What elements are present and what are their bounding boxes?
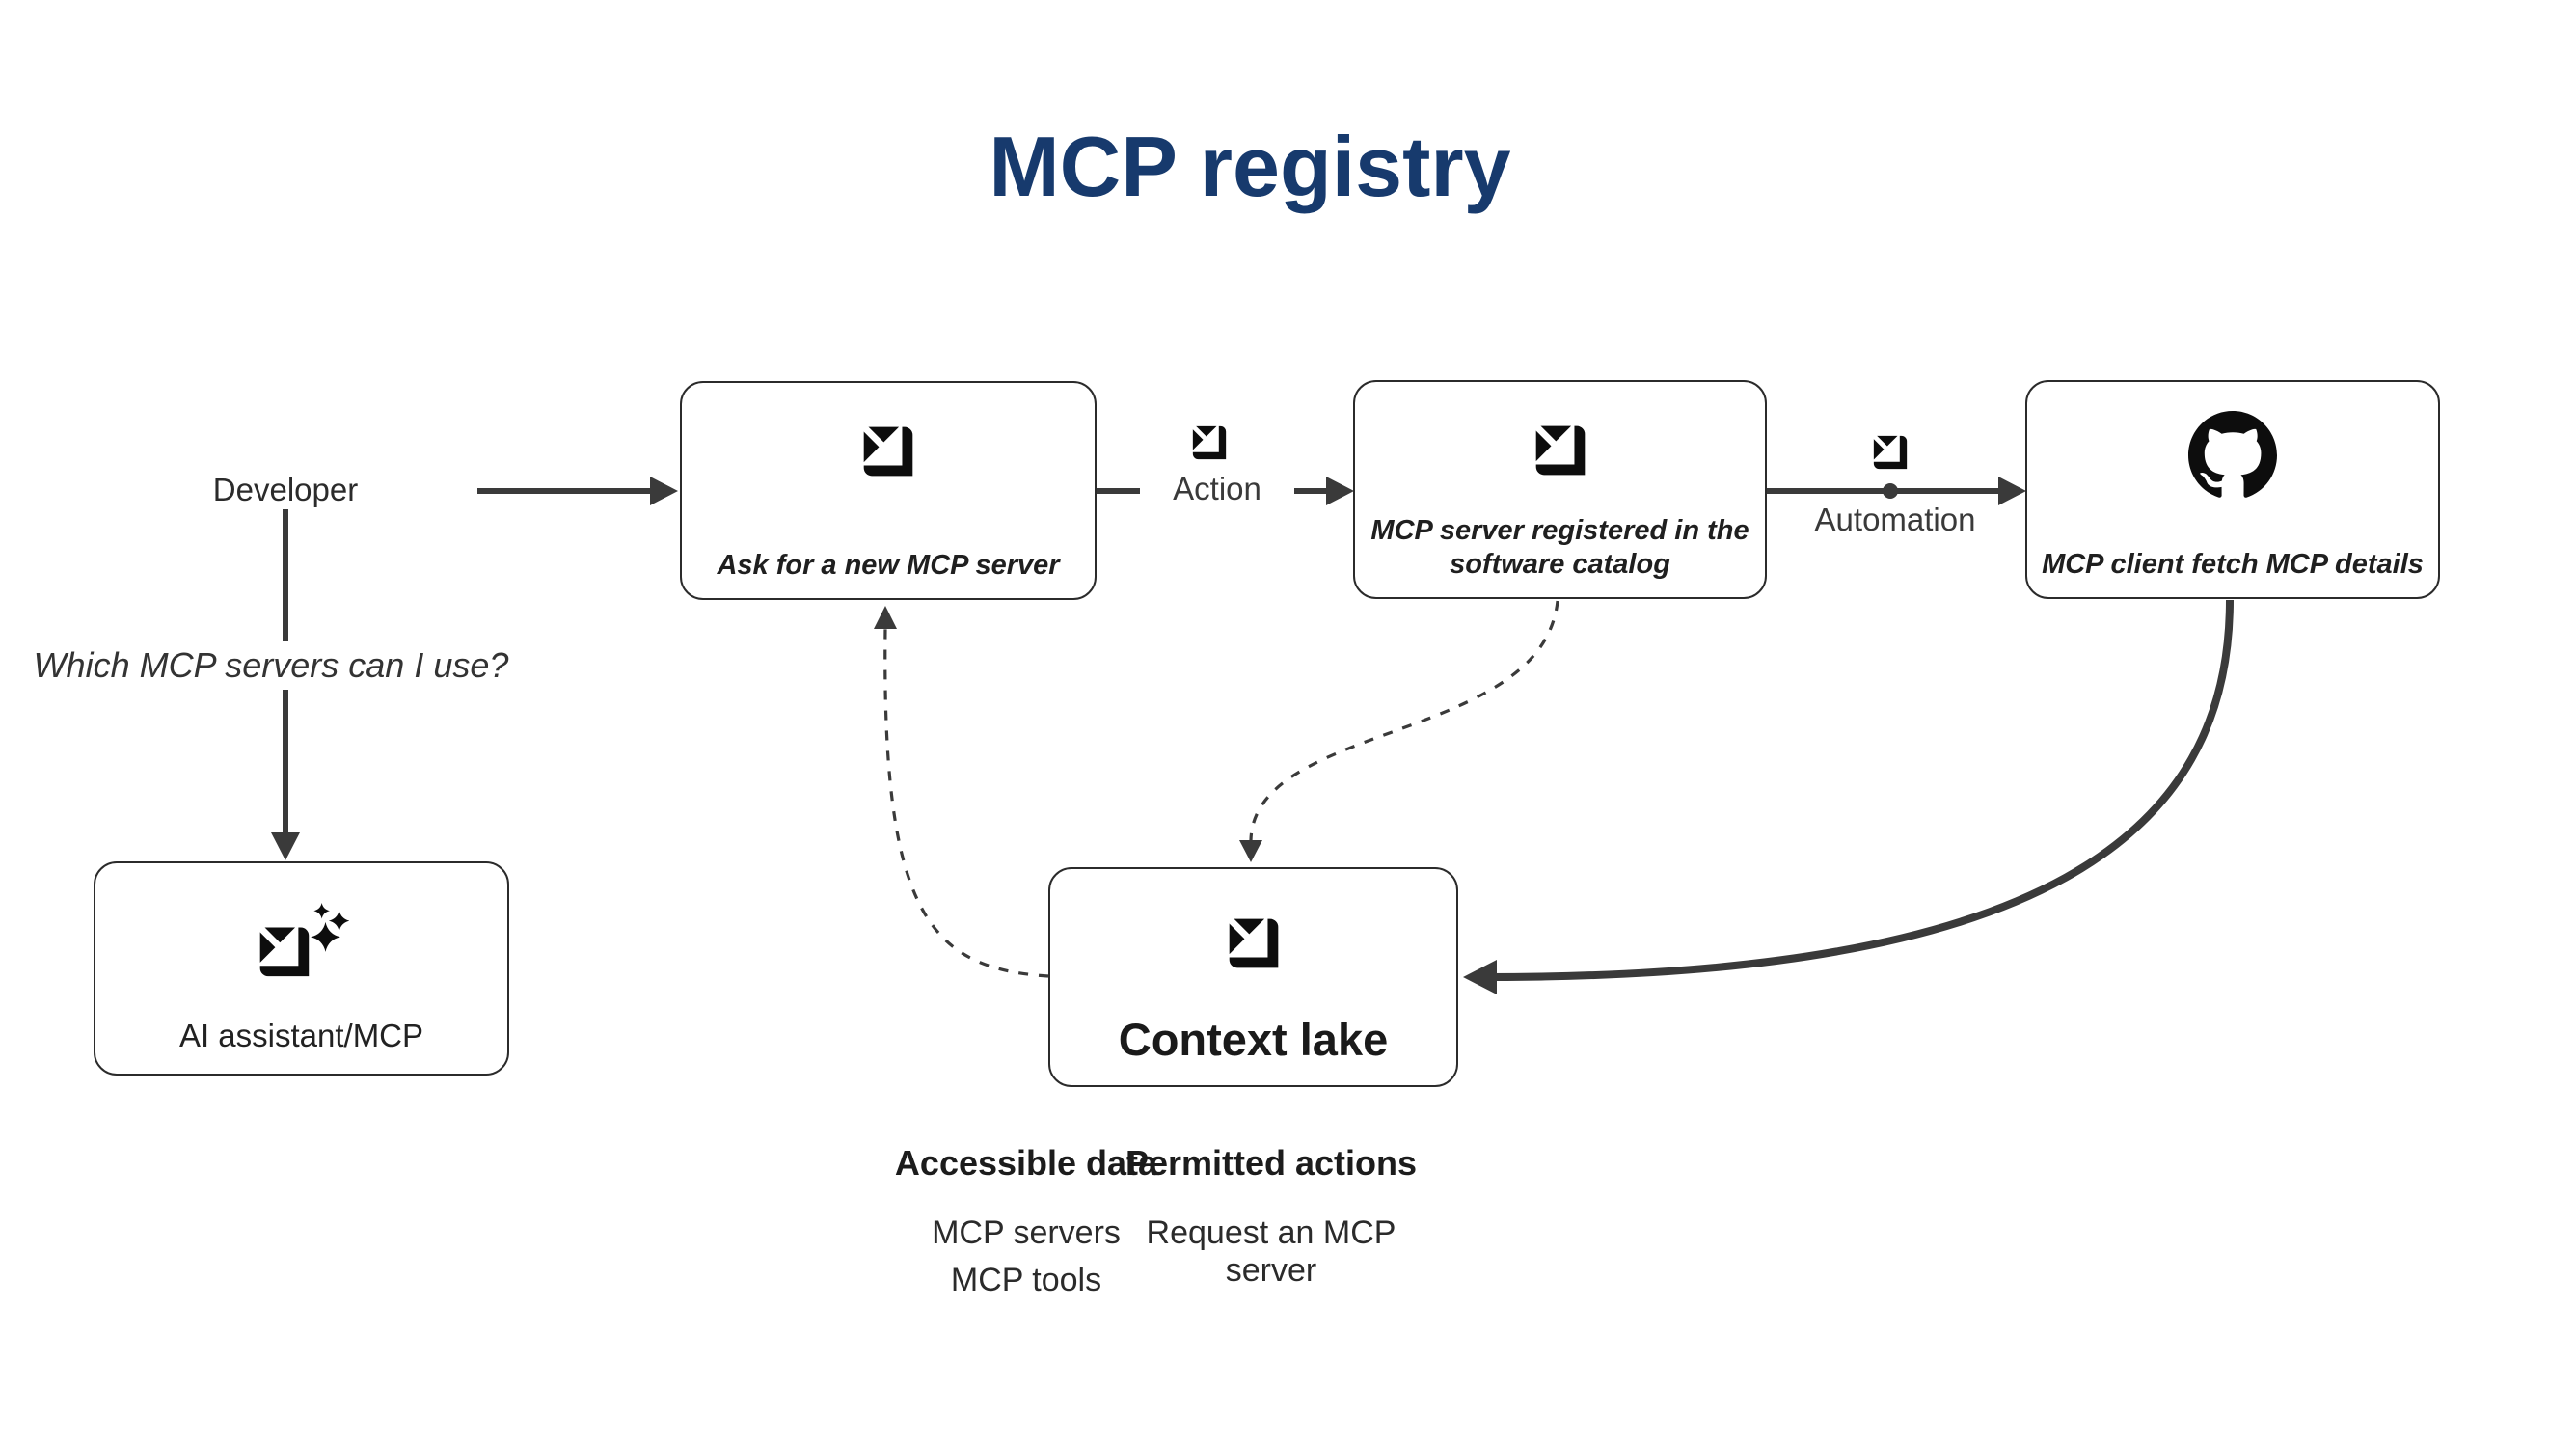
client-to-lake-curve xyxy=(1486,599,2234,981)
developer-to-ai-arrowhead xyxy=(271,832,300,860)
registered-label: MCP server registered in the software ca… xyxy=(1370,515,1749,581)
automation-edge-arrowhead xyxy=(1998,477,2026,505)
client-to-lake-arrowhead xyxy=(1463,960,1497,994)
action-edge-port-icon xyxy=(1189,422,1227,460)
node-ask-server: Ask for a new MCP server xyxy=(680,381,1097,600)
automation-edge-label: Automation xyxy=(1814,502,1976,537)
developer-label: Developer xyxy=(212,472,359,507)
developer-to-ask-arrowhead xyxy=(650,477,678,505)
automation-edge-port-icon xyxy=(1870,432,1908,470)
lake-to-ask-dashed xyxy=(883,628,1049,978)
port-icon xyxy=(858,422,913,477)
developer-question-label: Which MCP servers can I use? xyxy=(20,641,522,690)
permitted-actions-header: Permitted actions xyxy=(1125,1143,1418,1183)
accessible-data-header: Accessible data xyxy=(894,1143,1158,1183)
node-mcp-client: MCP client fetch MCP details xyxy=(2025,380,2440,599)
registered-to-lake-dashed xyxy=(1249,600,1559,841)
ask-server-label: Ask for a new MCP server xyxy=(717,550,1060,582)
ai-assistant-label: AI assistant/MCP xyxy=(178,1018,424,1053)
port-icon xyxy=(1223,913,1278,968)
port-sparkles-icon xyxy=(254,903,349,977)
permitted-actions-item: Request an MCP server xyxy=(1146,1214,1396,1289)
github-icon xyxy=(2188,411,2277,498)
port-icon xyxy=(1530,421,1585,476)
node-ai-assistant: AI assistant/MCP xyxy=(94,861,509,1076)
mcp-client-label: MCP client fetch MCP details xyxy=(2042,549,2424,581)
node-registered: MCP server registered in the software ca… xyxy=(1353,380,1767,599)
node-context-lake: Context lake xyxy=(1048,867,1458,1087)
action-edge-label: Action xyxy=(1140,469,1294,509)
context-lake-label: Context lake xyxy=(1118,1014,1389,1065)
accessible-data-item: MCP servers xyxy=(932,1214,1121,1251)
accessible-data-item: MCP tools xyxy=(950,1262,1102,1298)
action-edge-arrowhead xyxy=(1326,477,1354,505)
page-title: MCP registry xyxy=(989,119,1511,214)
lake-to-ask-arrowhead xyxy=(874,606,897,629)
registered-to-lake-arrowhead xyxy=(1239,840,1262,862)
automation-edge-dot xyxy=(1883,483,1898,499)
